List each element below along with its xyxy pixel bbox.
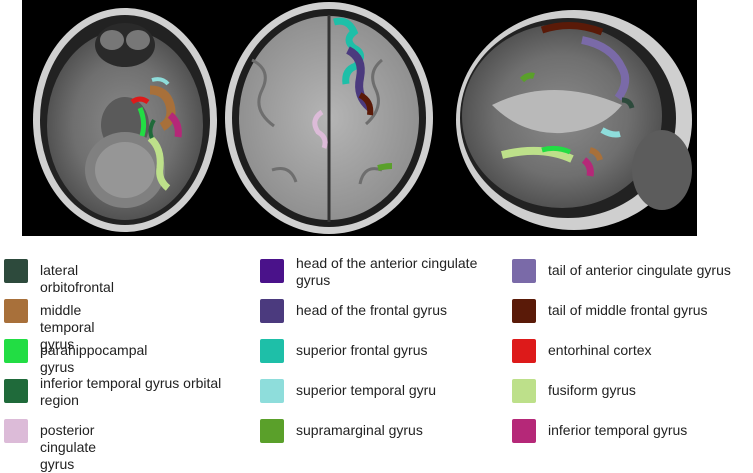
coronal-slice: [225, 2, 433, 234]
legend-label: entorhinal cortex: [548, 342, 652, 358]
color-swatch: [4, 379, 28, 403]
legend-label: superior frontal gyrus: [296, 342, 428, 358]
color-swatch: [260, 339, 284, 363]
color-swatch: [4, 259, 28, 283]
legend-label: parahippocampal gyrus: [40, 342, 148, 375]
axial-slice: [33, 8, 217, 232]
color-swatch: [4, 419, 28, 443]
legend-label: head of the frontal gyrus: [296, 302, 447, 318]
color-swatch: [4, 299, 28, 323]
legend-label: lateral orbitofrontal: [40, 262, 114, 295]
color-swatch: [512, 339, 536, 363]
mri-image-panel: [22, 0, 697, 236]
legend-label: middle temporal gyrus: [40, 302, 95, 352]
legend-label: head of the anterior cingulate gyrus: [296, 255, 478, 288]
legend-item-inferior-temporal-gyrus-orbital-region: inferior temporal gyrus orbital region: [4, 375, 244, 409]
legend-label: tail of anterior cingulate gyrus: [548, 262, 731, 278]
color-swatch: [512, 299, 536, 323]
legend-item-head-anterior-cingulate-gyrus: head of the anterior cingulate gyrus: [260, 255, 500, 289]
color-swatch: [260, 419, 284, 443]
color-swatch: [512, 419, 536, 443]
color-swatch: [512, 259, 536, 283]
legend-label: inferior temporal gyrus: [548, 422, 688, 438]
legend-label: fusiform gyrus: [548, 382, 636, 398]
legend-label: supramarginal gyrus: [296, 422, 423, 438]
legend-label: tail of middle frontal gyrus: [548, 302, 708, 318]
color-swatch: [512, 379, 536, 403]
mri-scans: [33, 2, 692, 234]
color-swatch: [260, 259, 284, 283]
color-swatch: [260, 299, 284, 323]
sagittal-slice: [456, 10, 692, 230]
color-swatch: [4, 339, 28, 363]
color-swatch: [260, 379, 284, 403]
legend-label: inferior temporal gyrus orbital region: [40, 375, 222, 408]
legend-label: superior temporal gyru: [296, 382, 437, 398]
